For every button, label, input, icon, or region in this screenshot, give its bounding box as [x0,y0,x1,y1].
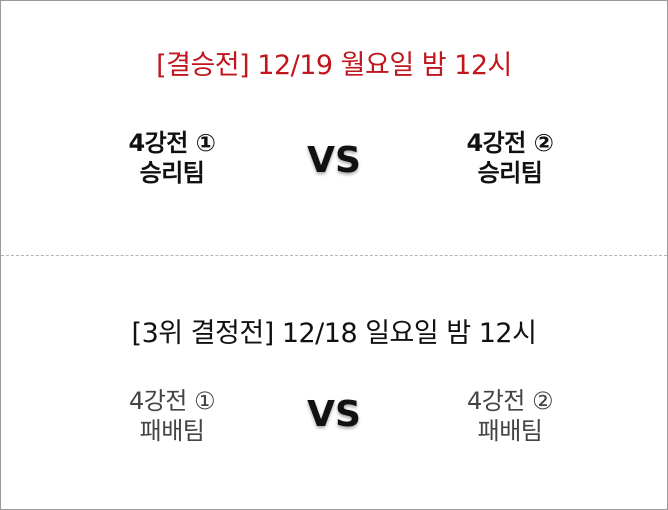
final-right-team-round: 4강전 ② [466,129,554,157]
third-left-team: 4강전 ① 패배팀 [82,386,262,446]
third-place-match-section: [3위 결정전] 12/18 일요일 밤 12시 4강전 ① 패배팀 VS 4강… [1,257,667,509]
final-left-team-round: 4강전 ① [128,129,216,157]
third-right-team: 4강전 ② 패배팀 [420,386,600,446]
final-match-section: [결승전] 12/19 월요일 밤 12시 4강전 ① 승리팀 VS 4강전 ②… [1,1,667,255]
third-place-match-title: [3위 결정전] 12/18 일요일 밤 12시 [131,318,537,349]
third-vs-label: VS [307,394,361,435]
final-left-team: 4강전 ① 승리팀 [82,128,262,188]
final-match-title: [결승전] 12/19 월요일 밤 12시 [156,50,512,81]
final-left-team-result: 승리팀 [139,159,205,187]
third-left-team-result: 패배팀 [139,417,205,445]
third-left-team-round: 4강전 ① [128,387,216,415]
final-vs-label: VS [307,140,361,181]
final-right-team: 4강전 ② 승리팀 [420,128,600,188]
third-right-team-round: 4강전 ② [466,387,554,415]
third-right-team-result: 패배팀 [477,417,543,445]
final-right-team-result: 승리팀 [477,159,543,187]
section-divider [1,255,667,256]
